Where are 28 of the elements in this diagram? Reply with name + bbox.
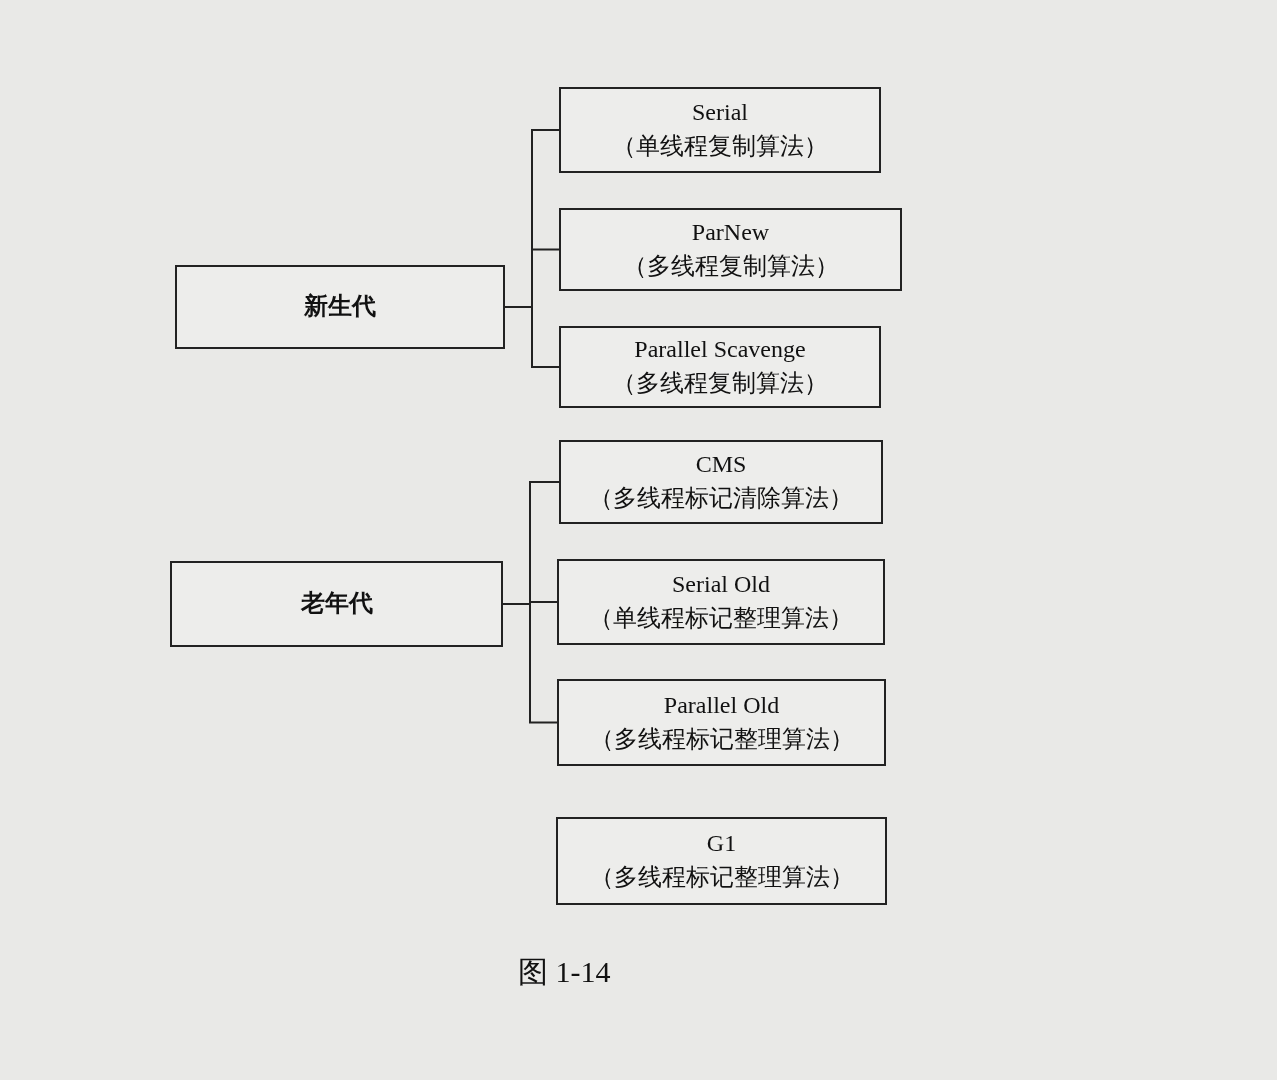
node-subtitle: （多线程标记整理算法） bbox=[589, 725, 854, 754]
collector-box bbox=[557, 679, 886, 766]
connector-line bbox=[504, 306, 560, 368]
collector-box bbox=[559, 326, 881, 408]
figure-caption: 图 1-14 bbox=[518, 954, 611, 990]
node-subtitle: （多线程标记清除算法） bbox=[589, 485, 853, 513]
node-title: Parallel Old bbox=[663, 691, 780, 720]
node-title: ParNew bbox=[691, 218, 770, 247]
generation-box bbox=[170, 561, 503, 647]
node-title: 新生代 bbox=[304, 293, 376, 321]
node-title: CMS bbox=[695, 451, 747, 479]
node-title: Parallel Scavenge bbox=[634, 336, 806, 364]
collector-box bbox=[559, 87, 881, 173]
collector-box bbox=[559, 208, 902, 291]
connector-line bbox=[502, 603, 558, 724]
node-subtitle: （单线程标记整理算法） bbox=[589, 605, 853, 633]
collector-box bbox=[559, 440, 883, 524]
node-title: 老年代 bbox=[300, 590, 373, 618]
collector-box bbox=[557, 559, 885, 645]
collector-box bbox=[556, 817, 887, 905]
node-title: Serial Old bbox=[672, 571, 770, 599]
node-subtitle: （多线程标记整理算法） bbox=[589, 864, 854, 892]
node-subtitle: （多线程复制算法） bbox=[622, 252, 839, 281]
node-title: G1 bbox=[706, 830, 737, 858]
generation-box bbox=[175, 265, 505, 349]
node-subtitle: （多线程复制算法） bbox=[612, 370, 828, 398]
node-title: Serial bbox=[692, 99, 748, 127]
node-subtitle: （单线程复制算法） bbox=[612, 133, 828, 161]
